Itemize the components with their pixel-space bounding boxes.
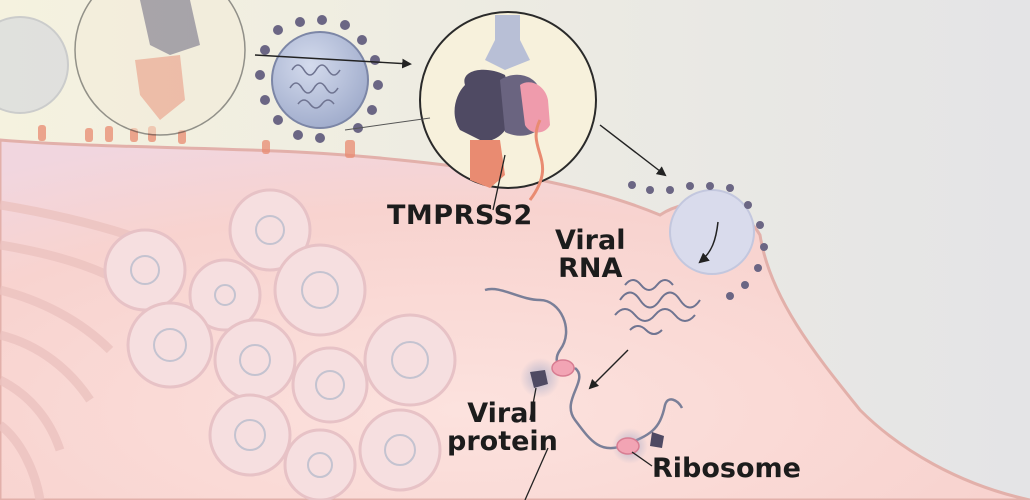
inset-connector (344, 117, 431, 131)
viral-rna-tangle (614, 279, 701, 335)
viral-protein-chunk-2 (650, 432, 664, 448)
viral-rna-label: Viral RNA (555, 227, 625, 283)
viral-protein-label-line2: protein (447, 426, 558, 457)
endosome-spikes (628, 181, 768, 300)
ribosome-pointer (631, 451, 653, 467)
viral-protein-label-line1: Viral (467, 398, 538, 429)
viral-rna-label-line1: Viral (555, 225, 626, 256)
virus-particle-faded (0, 16, 69, 114)
endocytosis-arrow (599, 124, 667, 177)
viral-protein-chunk (530, 370, 548, 388)
bottom-pointer (524, 447, 549, 500)
tmprss2-label: TMPRSS2 (387, 200, 533, 231)
ribosome-label: Ribosome (652, 453, 801, 484)
zoom-inset-tmprss2 (419, 11, 597, 189)
tmprss2-pointer (492, 154, 506, 211)
chromatin-tangles (130, 215, 429, 478)
virus-particle (255, 15, 383, 143)
endosome (669, 189, 755, 275)
translation-arrow (588, 349, 629, 390)
ribosome-upper (551, 359, 575, 377)
ace2-receptors (38, 125, 355, 158)
nucleus-vesicles (103, 188, 457, 500)
viral-protein-label: Viral protein (447, 400, 558, 456)
ribosome-lower (616, 437, 640, 455)
viral-rna-label-line2: RNA (558, 253, 623, 284)
zoom-inset-faded (74, 0, 246, 136)
tmprss2-strand (528, 119, 544, 201)
virus-entry-arrow (254, 54, 412, 69)
viral-protein-pointer (529, 387, 537, 421)
